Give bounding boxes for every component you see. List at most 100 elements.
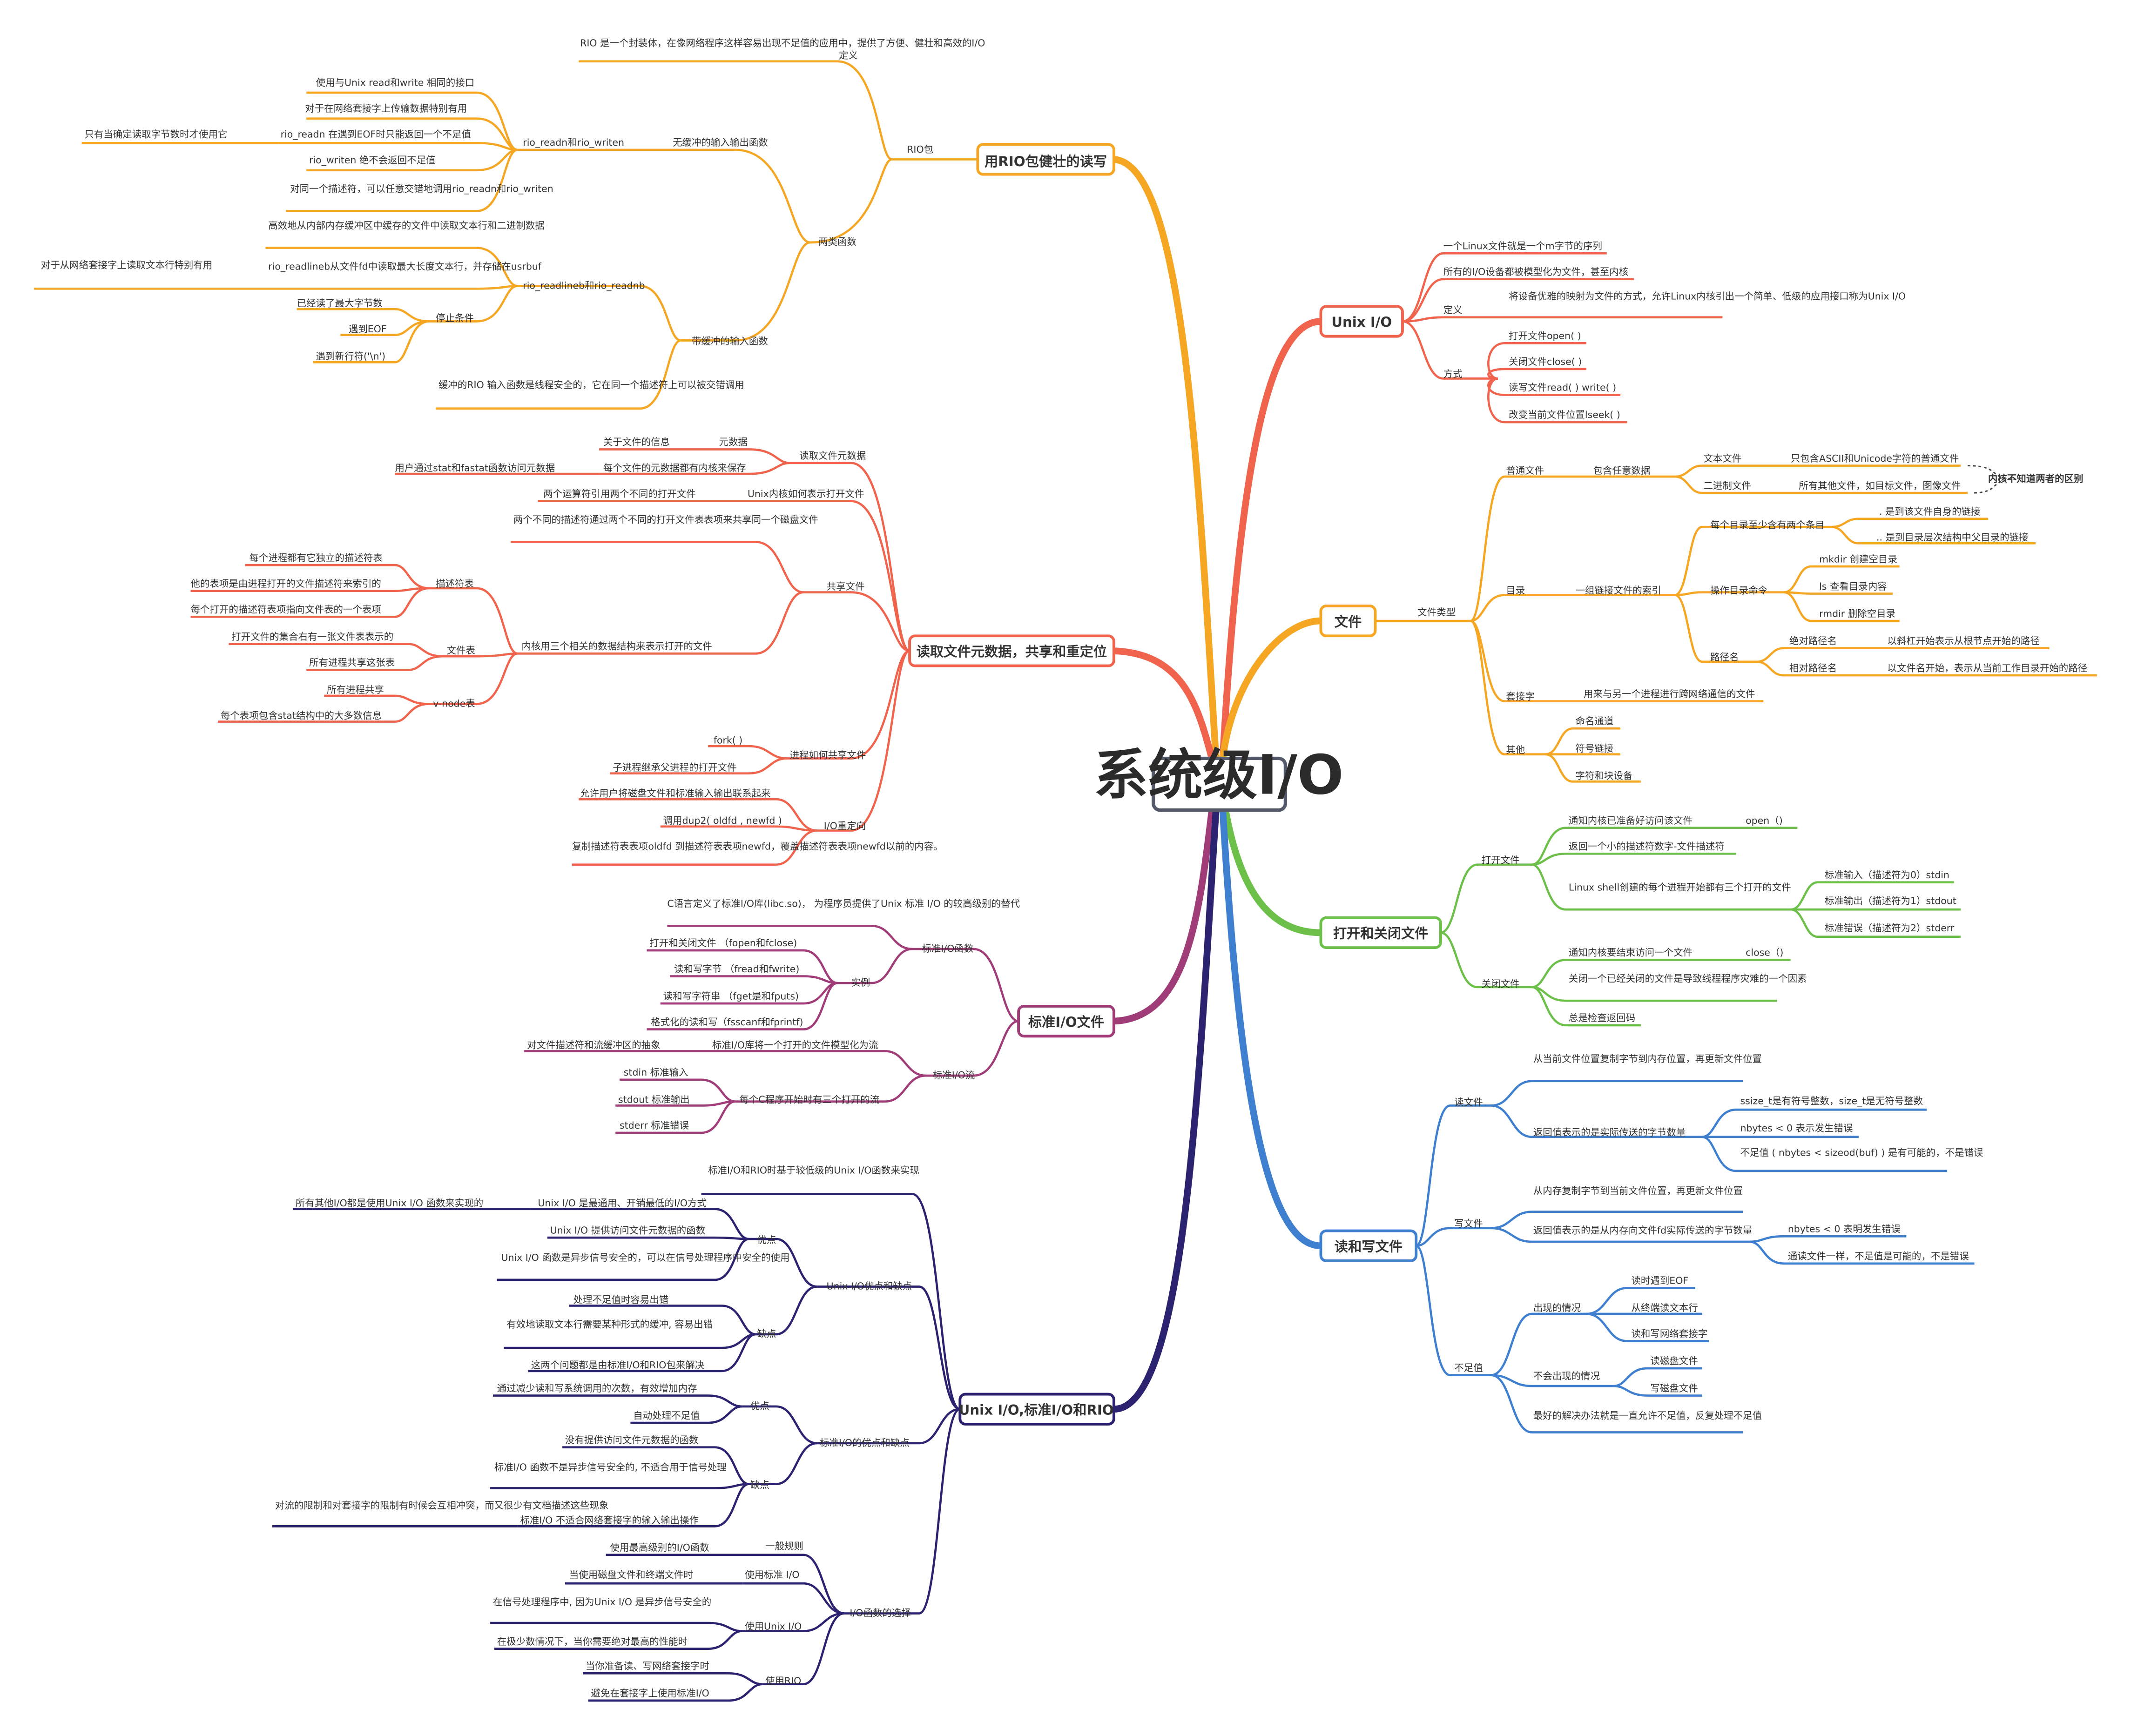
- rw-write-ret: 返回值表示的是从内存向文件fd实际传送的字节数量: [1533, 1225, 1753, 1236]
- meta-redirect-1: 调用dup2( oldfd , newfd ): [663, 815, 782, 826]
- branch-line-rio: [1110, 156, 1220, 762]
- branch-file: [1375, 464, 2097, 783]
- rio-stop: 停止条件: [436, 313, 474, 324]
- file-kernel-note: 内核不知道两者的区别: [1988, 473, 2084, 484]
- rw-read-ret-2: 不足值 ( nbytes < sizeod(buf) ) 是有可能的，不是错误: [1740, 1147, 1983, 1158]
- file-abs: 绝对路径名: [1789, 635, 1837, 646]
- file-op-2: rmdir 删除空目录: [1819, 608, 1895, 619]
- rio-rw-item-1: 对于在网络套接字上传输数据特别有用: [305, 103, 467, 114]
- stdio-node[interactable]: 标准I/O文件: [1017, 1004, 1115, 1038]
- meta-child: 子进程继承父进程的打开文件: [613, 762, 736, 773]
- cmp-unix-dis-1: 有效地读取文本行需要某种形式的缓冲, 容易出错: [506, 1319, 713, 1330]
- branch-open: [1440, 827, 1961, 1027]
- open-fn: open（): [1746, 815, 1783, 826]
- rio-node[interactable]: 用RIO包健壮的读写: [976, 143, 1115, 176]
- cmp-std-adv-1: 自动处理不足值: [633, 1410, 700, 1421]
- close-item-1: 关闭一个已经关闭的文件是导致线程程序灾难的一个因素: [1569, 973, 1807, 984]
- rw-read-ret: 返回值表示的是实际传送的字节数量: [1533, 1127, 1686, 1138]
- cmp-choice: I/O函数的选择: [850, 1607, 910, 1618]
- file-dir-desc: 一组链接文件的索引: [1576, 585, 1661, 596]
- unixio-method: 方式: [1443, 368, 1463, 379]
- open-open: 打开文件: [1482, 855, 1520, 866]
- branch-cmp: [272, 1193, 961, 1702]
- branch-rio: [34, 60, 978, 410]
- cmp-unix-dis: 缺点: [757, 1328, 776, 1339]
- cmp-node[interactable]: Unix I/O,标准I/O和RIO: [958, 1393, 1115, 1426]
- unixio-labels: 一个Linux文件就是一个m字节的序列 所有的I/O设备都被模型化为文件，甚至内…: [1443, 240, 1906, 420]
- open-std-0: 标准输入（描述符为0）stdin: [1825, 869, 1949, 881]
- meta-two-fd: 两个运算符引用两个不同的打开文件: [543, 488, 696, 499]
- open-std-2: 标准错误（描述符为2）stderr: [1825, 922, 1955, 934]
- branch-unixio: [1402, 252, 1723, 424]
- cmp-std-dis-1: 标准I/O 函数不是异步信号安全的, 不适合用于信号处理: [494, 1461, 727, 1473]
- stdio-labels: 标准I/O函数 C语言定义了标准I/O库(libc.so)， 为程序员提供了Un…: [527, 898, 1020, 1131]
- meta-share: 共享文件: [827, 581, 865, 592]
- rio-stop-2: 遇到新行符('\n'): [316, 350, 385, 362]
- rw-occur-0: 读时遇到EOF: [1631, 1275, 1688, 1286]
- stdio-ex-2: 读和写字符串 （fget是和fputs): [663, 990, 799, 1002]
- rio-labels: RIO包 定义 RIO 是一个封装体，在像网络程序这样容易出现不足值的应用中，提…: [41, 38, 985, 390]
- open-node[interactable]: 打开和关闭文件: [1319, 916, 1442, 949]
- open-std-1: 标准输出（描述符为1）stdout: [1825, 895, 1956, 907]
- file-node[interactable]: 文件: [1319, 604, 1377, 638]
- meta-node[interactable]: 读取文件元数据，共享和重定位: [908, 634, 1115, 667]
- rw-short: 不足值: [1454, 1362, 1483, 1373]
- stdio-three-1: stdout 标准输出: [618, 1094, 690, 1105]
- file-path: 路径名: [1710, 652, 1739, 663]
- rio-rl-funcs: rio_readlineb和rio_readnb: [523, 280, 645, 291]
- cmp-use-unix-1: 在极少数情况下，当你需要绝对最高的性能时: [497, 1636, 688, 1647]
- cmp-unix-adv: 优点: [757, 1234, 776, 1245]
- rw-write-ret-1: 通读文件一样，不足值是可能的，不是错误: [1788, 1251, 1969, 1262]
- file-other: 其他: [1506, 744, 1525, 755]
- unixio-m-0: 打开文件open( ): [1509, 330, 1581, 342]
- unixio-m-2: 读写文件read( ) write( ): [1509, 382, 1616, 393]
- rio-thread-safe: 缓冲的RIO 输入函数是线程安全的，它在同一个描述符上可以被交错调用: [438, 379, 744, 390]
- branch-stdio: [524, 924, 1019, 1134]
- rw-no-occur-1: 写磁盘文件: [1650, 1383, 1698, 1394]
- branch-line-rw: [1219, 807, 1324, 1250]
- cmp-std-dis-0: 没有提供访问文件元数据的函数: [565, 1434, 699, 1446]
- rw-labels: 读文件 从当前文件位置复制字节到内存位置，再更新文件位置 返回值表示的是实际传送…: [1454, 1053, 1983, 1421]
- branch-meta: [190, 448, 910, 866]
- rw-node[interactable]: 读和写文件: [1319, 1229, 1418, 1262]
- file-socket-desc: 用来与另一个进程进行跨网络通信的文件: [1584, 688, 1755, 700]
- open-item-0: 通知内核已准备好访问该文件: [1569, 815, 1693, 826]
- cmp-labels: 标准I/O和RIO时基于较低级的Unix I/O函数来实现 Unix I/O优点…: [275, 1165, 919, 1699]
- open-title: 打开和关闭文件: [1333, 926, 1429, 942]
- cmp-general-text: 使用最高级别的I/O函数: [610, 1542, 709, 1553]
- main-branch-lines: [1110, 156, 1324, 1413]
- rw-no-occur: 不会出现的情况: [1533, 1370, 1600, 1381]
- meta-read: 读取文件元数据: [799, 450, 866, 461]
- file-op-1: ls 查看目录内容: [1819, 581, 1887, 592]
- meta-fd-1: 他的表项是由进程打开的文件描述符来索引的: [191, 578, 381, 589]
- rw-read-ret-1: nbytes < 0 表示发生错误: [1740, 1123, 1853, 1134]
- root-node[interactable]: 系统级I/O: [1094, 743, 1344, 812]
- file-dir: 目录: [1506, 585, 1525, 596]
- rw-occur-1: 从终端读文本行: [1631, 1302, 1698, 1313]
- rw-no-occur-0: 读磁盘文件: [1650, 1355, 1698, 1366]
- rw-best: 最好的解决办法就是一直允许不足值，反复处理不足值: [1533, 1410, 1762, 1421]
- rio-rw-funcs: rio_readn和rio_writen: [523, 137, 624, 148]
- meta-title: 读取文件元数据，共享和重定位: [917, 644, 1107, 659]
- cmp-basis: 标准I/O和RIO时基于较低级的Unix I/O函数来实现: [708, 1165, 919, 1176]
- cmp-use-unix-0: 在信号处理程序中, 因为Unix I/O 是异步信号安全的: [493, 1596, 711, 1608]
- cmp-title: Unix I/O,标准I/O和RIO: [959, 1402, 1114, 1418]
- stdio-ex-3: 格式化的读和写（fsscanf和fprintf): [651, 1016, 803, 1028]
- unixio-item-1: 所有的I/O设备都被模型化为文件，甚至内核: [1443, 266, 1628, 277]
- rio-rl-item-0: 高效地从内部内存缓冲区中缓存的文件中读取文本行和二进制数据: [268, 220, 545, 231]
- cmp-use-rio-0: 当你准备读、写网络套接字时: [586, 1661, 709, 1672]
- file-rel-desc: 以文件名开始，表示从当前工作目录开始的路径: [1887, 662, 2087, 673]
- branch-line-stdio: [1110, 807, 1215, 1025]
- meta-vnode-0: 所有进程共享: [327, 684, 384, 695]
- file-regular: 普通文件: [1506, 465, 1544, 476]
- file-entry-0: . 是到该文件自身的链接: [1879, 506, 1981, 517]
- stdio-stream-abs: 对文件描述符和流缓冲区的抽象: [527, 1040, 661, 1051]
- rio-def: 定义: [839, 50, 858, 61]
- file-text: 文本文件: [1703, 453, 1741, 464]
- branch-rw: [1416, 1080, 1975, 1433]
- unixio-node[interactable]: Unix I/O: [1319, 305, 1404, 338]
- cmp-unix-adv-1: Unix I/O 提供访问文件元数据的函数: [550, 1225, 705, 1236]
- rio-two-funcs: 两类函数: [818, 236, 856, 248]
- rio-buf: 带缓冲的输入函数: [692, 336, 768, 347]
- rw-occur-2: 读和写网络套接字: [1631, 1328, 1707, 1339]
